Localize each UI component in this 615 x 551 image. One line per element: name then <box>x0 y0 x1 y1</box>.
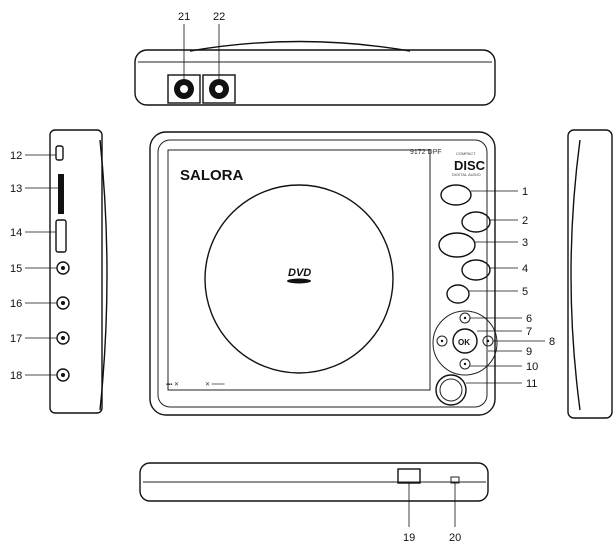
callout-15: 15 <box>10 263 22 275</box>
left-side-view: 12 13 14 15 16 17 18 <box>10 129 108 414</box>
jack-16-hole <box>61 301 65 305</box>
model-label: 9172 DPF <box>410 149 442 156</box>
callout-18: 18 <box>10 370 22 382</box>
callout-4: 4 <box>522 263 528 275</box>
button-3[interactable] <box>438 232 476 258</box>
svg-text:DISC: DISC <box>454 158 486 173</box>
nav-left-button[interactable] <box>436 335 448 347</box>
nav-down-icon <box>463 362 467 366</box>
ok-button[interactable] <box>452 328 478 354</box>
top-lid-curve <box>189 40 411 52</box>
callout-6: 6 <box>526 313 532 325</box>
callout-14: 14 <box>10 227 22 239</box>
right-side-body <box>567 129 613 419</box>
front-view: SALORA 9172 DPF COMPACT DISC DIGITAL AUD… <box>149 131 555 416</box>
av-jack-right-hole <box>215 85 223 93</box>
callout-3: 3 <box>522 237 528 249</box>
button-2[interactable] <box>461 211 491 233</box>
dvd-logo-disc <box>287 278 311 284</box>
bottom-view: 19 20 <box>139 462 489 544</box>
brand-logo: SALORA <box>180 167 244 184</box>
nav-up-icon <box>463 316 467 320</box>
callout-8: 8 <box>549 336 555 348</box>
jack-15-hole <box>61 266 65 270</box>
button-1[interactable] <box>440 184 472 206</box>
top-body <box>134 49 496 106</box>
callout-5: 5 <box>522 286 528 298</box>
disc-circle <box>204 184 394 374</box>
front-bottom-logos: ▪▪▪ ✕ ✕ ═══ <box>166 382 225 388</box>
compact-disc-logo: COMPACT DISC DIGITAL AUDIO <box>452 151 486 177</box>
svg-text:DIGITAL AUDIO: DIGITAL AUDIO <box>452 172 481 177</box>
jack-17-hole <box>61 336 65 340</box>
button-4[interactable] <box>461 259 491 281</box>
callout-10: 10 <box>526 361 538 373</box>
callout-21: 21 <box>178 11 190 23</box>
callout-19: 19 <box>403 532 415 544</box>
callout-2: 2 <box>522 215 528 227</box>
card-slot[interactable] <box>58 174 64 214</box>
bottom-body <box>139 462 489 502</box>
disc-lid-panel <box>167 149 431 391</box>
front-inner-frame <box>157 139 488 408</box>
top-view: 21 22 <box>134 11 496 106</box>
callout-12: 12 <box>10 150 22 162</box>
callout-22: 22 <box>213 11 225 23</box>
nav-pad-ring <box>432 310 498 376</box>
callout-11: 11 <box>526 378 537 390</box>
svg-text:COMPACT: COMPACT <box>456 151 476 156</box>
nav-right-icon <box>486 339 490 343</box>
callout-13: 13 <box>10 183 22 195</box>
svg-text:▪▪▪ ✕: ▪▪▪ ✕ <box>166 382 179 388</box>
right-side-curve <box>570 139 581 411</box>
callout-7: 7 <box>526 326 532 338</box>
callout-16: 16 <box>10 298 22 310</box>
right-side-view <box>567 129 613 419</box>
callout-9: 9 <box>526 346 532 358</box>
nav-down-button[interactable] <box>459 358 471 370</box>
bottom-port-19[interactable] <box>397 468 421 484</box>
av-jack-left-hole <box>180 85 188 93</box>
button-5[interactable] <box>446 284 470 304</box>
jack-18-hole <box>61 373 65 377</box>
button-11-inner <box>439 378 463 402</box>
callout-1: 1 <box>522 186 528 198</box>
volume-wheel[interactable] <box>55 219 67 253</box>
nav-left-icon <box>440 339 444 343</box>
svg-text:✕ ═══: ✕ ═══ <box>205 382 225 388</box>
callout-20: 20 <box>449 532 461 544</box>
button-11[interactable] <box>435 374 467 406</box>
front-body <box>149 131 496 416</box>
left-side-body <box>49 129 103 414</box>
callout-17: 17 <box>10 333 22 345</box>
left-side-curve <box>99 139 108 411</box>
power-switch[interactable] <box>55 145 64 161</box>
dvd-logo: DVD <box>288 267 311 279</box>
ok-label: OK <box>458 338 470 347</box>
